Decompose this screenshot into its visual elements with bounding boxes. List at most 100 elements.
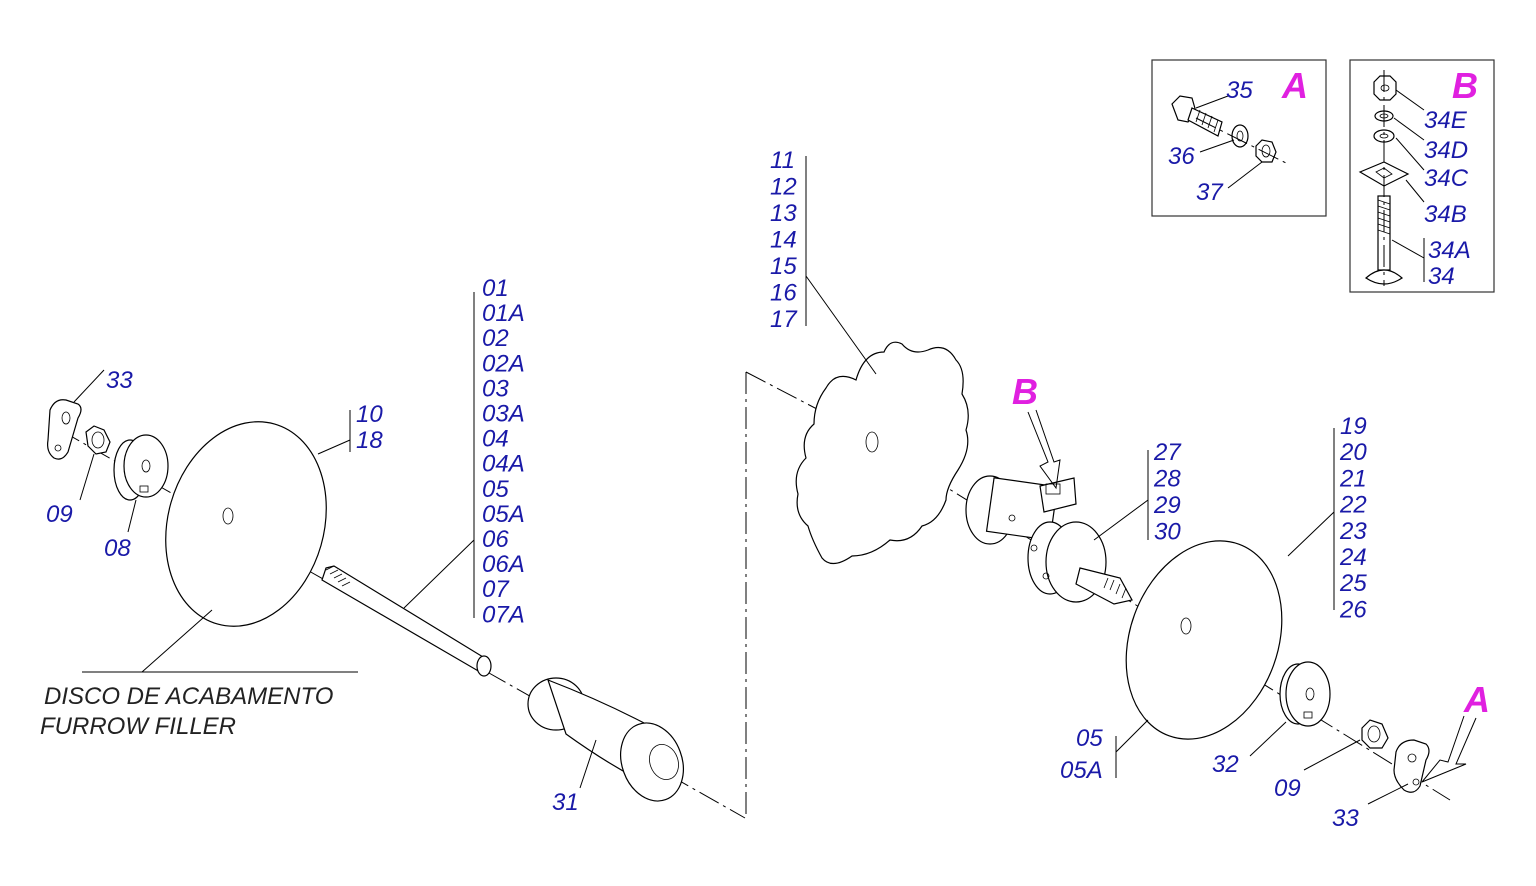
label-06: 06 (482, 526, 509, 553)
part-32-spacer (1279, 661, 1331, 727)
leader-09-right (1303, 739, 1361, 771)
label-12: 12 (770, 174, 797, 201)
leader-34E (1395, 89, 1425, 111)
ref-B-box: B (1452, 65, 1478, 106)
label-18: 18 (356, 427, 383, 454)
label-26: 26 (1339, 596, 1367, 623)
leader-33-left (73, 369, 105, 403)
label-03: 03 (482, 375, 509, 402)
leader-34B (1405, 179, 1425, 203)
leader-11-list (805, 156, 877, 375)
label-33-right: 33 (1332, 805, 1359, 832)
label-30: 30 (1154, 519, 1181, 546)
label-34: 34 (1428, 263, 1455, 290)
part-34B-square-washer (1358, 161, 1410, 187)
part-stub-shaft (1075, 567, 1133, 605)
label-23: 23 (1339, 518, 1367, 545)
right-assembly (795, 156, 1477, 805)
label-01A: 01A (482, 300, 525, 327)
leader-27-list (1093, 450, 1149, 541)
caption-line2: FURROW FILLER (40, 713, 236, 740)
label-02A: 02A (482, 350, 525, 377)
label-06A: 06A (482, 551, 525, 578)
label-05: 05 (1076, 725, 1103, 752)
label-34E: 34E (1424, 107, 1468, 134)
label-21: 21 (1339, 465, 1367, 492)
label-20: 20 (1339, 439, 1367, 466)
ref-B-arrow (1027, 409, 1061, 490)
leader-33-right (1367, 783, 1409, 805)
leader-34D (1393, 117, 1425, 141)
leader-05 (1115, 719, 1149, 778)
leader-36 (1199, 139, 1235, 153)
label-05A: 05A (482, 501, 525, 528)
label-22: 22 (1339, 492, 1367, 519)
label-24: 24 (1339, 544, 1367, 571)
ref-B-callout: B (1012, 371, 1038, 412)
part-09-right-nut (1361, 719, 1389, 749)
leader-37 (1227, 161, 1263, 189)
leader-31 (579, 739, 597, 789)
part-27-bearing-housing (965, 475, 1107, 603)
part-01-shaft (321, 565, 492, 677)
part-31-spool (527, 677, 684, 802)
leader-35 (1195, 95, 1229, 109)
leader-01-list (403, 292, 475, 618)
part-35-bolt (1171, 95, 1223, 137)
leader-10-18 (317, 410, 351, 455)
label-34D: 34D (1424, 137, 1468, 164)
label-15: 15 (770, 253, 797, 280)
leader-32 (1249, 721, 1287, 757)
leader-caption (82, 609, 358, 673)
ref-A-arrow (1421, 715, 1477, 783)
label-03A: 03A (482, 401, 525, 428)
part-34E-nut (1373, 75, 1397, 101)
label-02: 02 (482, 325, 509, 352)
label-34A: 34A (1428, 237, 1471, 264)
part-34-carriage-bolt (1365, 195, 1403, 285)
label-27: 27 (1153, 439, 1182, 466)
label-11: 11 (770, 147, 795, 174)
detail-box-B (1349, 59, 1495, 293)
label-34C: 34C (1424, 165, 1469, 192)
left-assembly (47, 292, 746, 819)
label-10: 10 (356, 401, 383, 428)
leader-34A (1391, 238, 1425, 282)
label-31: 31 (552, 789, 579, 816)
label-19: 19 (1340, 413, 1367, 440)
label-09-right: 09 (1274, 775, 1301, 802)
ref-A-box: A (1281, 65, 1308, 106)
label-16: 16 (770, 280, 797, 307)
part-33-right-bracket (1393, 739, 1430, 793)
part-36-washer (1231, 124, 1249, 148)
label-28: 28 (1153, 466, 1181, 493)
label-34B: 34B (1424, 201, 1467, 228)
label-04: 04 (482, 426, 509, 453)
detail-box-A (1151, 59, 1327, 217)
label-36: 36 (1168, 143, 1195, 170)
label-07: 07 (482, 576, 510, 603)
caption-line1: DISCO DE ACABAMENTO (44, 683, 333, 710)
part-09-left-nut (85, 425, 111, 455)
part-10-disc (165, 421, 327, 627)
leader-34C (1395, 137, 1425, 171)
leader-09-left (79, 453, 95, 501)
label-29: 29 (1153, 492, 1181, 519)
label-25: 25 (1339, 570, 1367, 597)
part-08-spacer (113, 434, 169, 501)
label-13: 13 (770, 200, 797, 227)
label-05: 05 (482, 476, 509, 503)
part-11-notched-disc (795, 341, 969, 565)
leader-08 (127, 499, 137, 533)
label-01: 01 (482, 275, 509, 302)
label-14: 14 (770, 227, 797, 254)
part-19-disc (1125, 540, 1283, 740)
label-08: 08 (104, 535, 131, 562)
label-33-left: 33 (106, 367, 133, 394)
label-05A: 05A (1060, 757, 1103, 784)
